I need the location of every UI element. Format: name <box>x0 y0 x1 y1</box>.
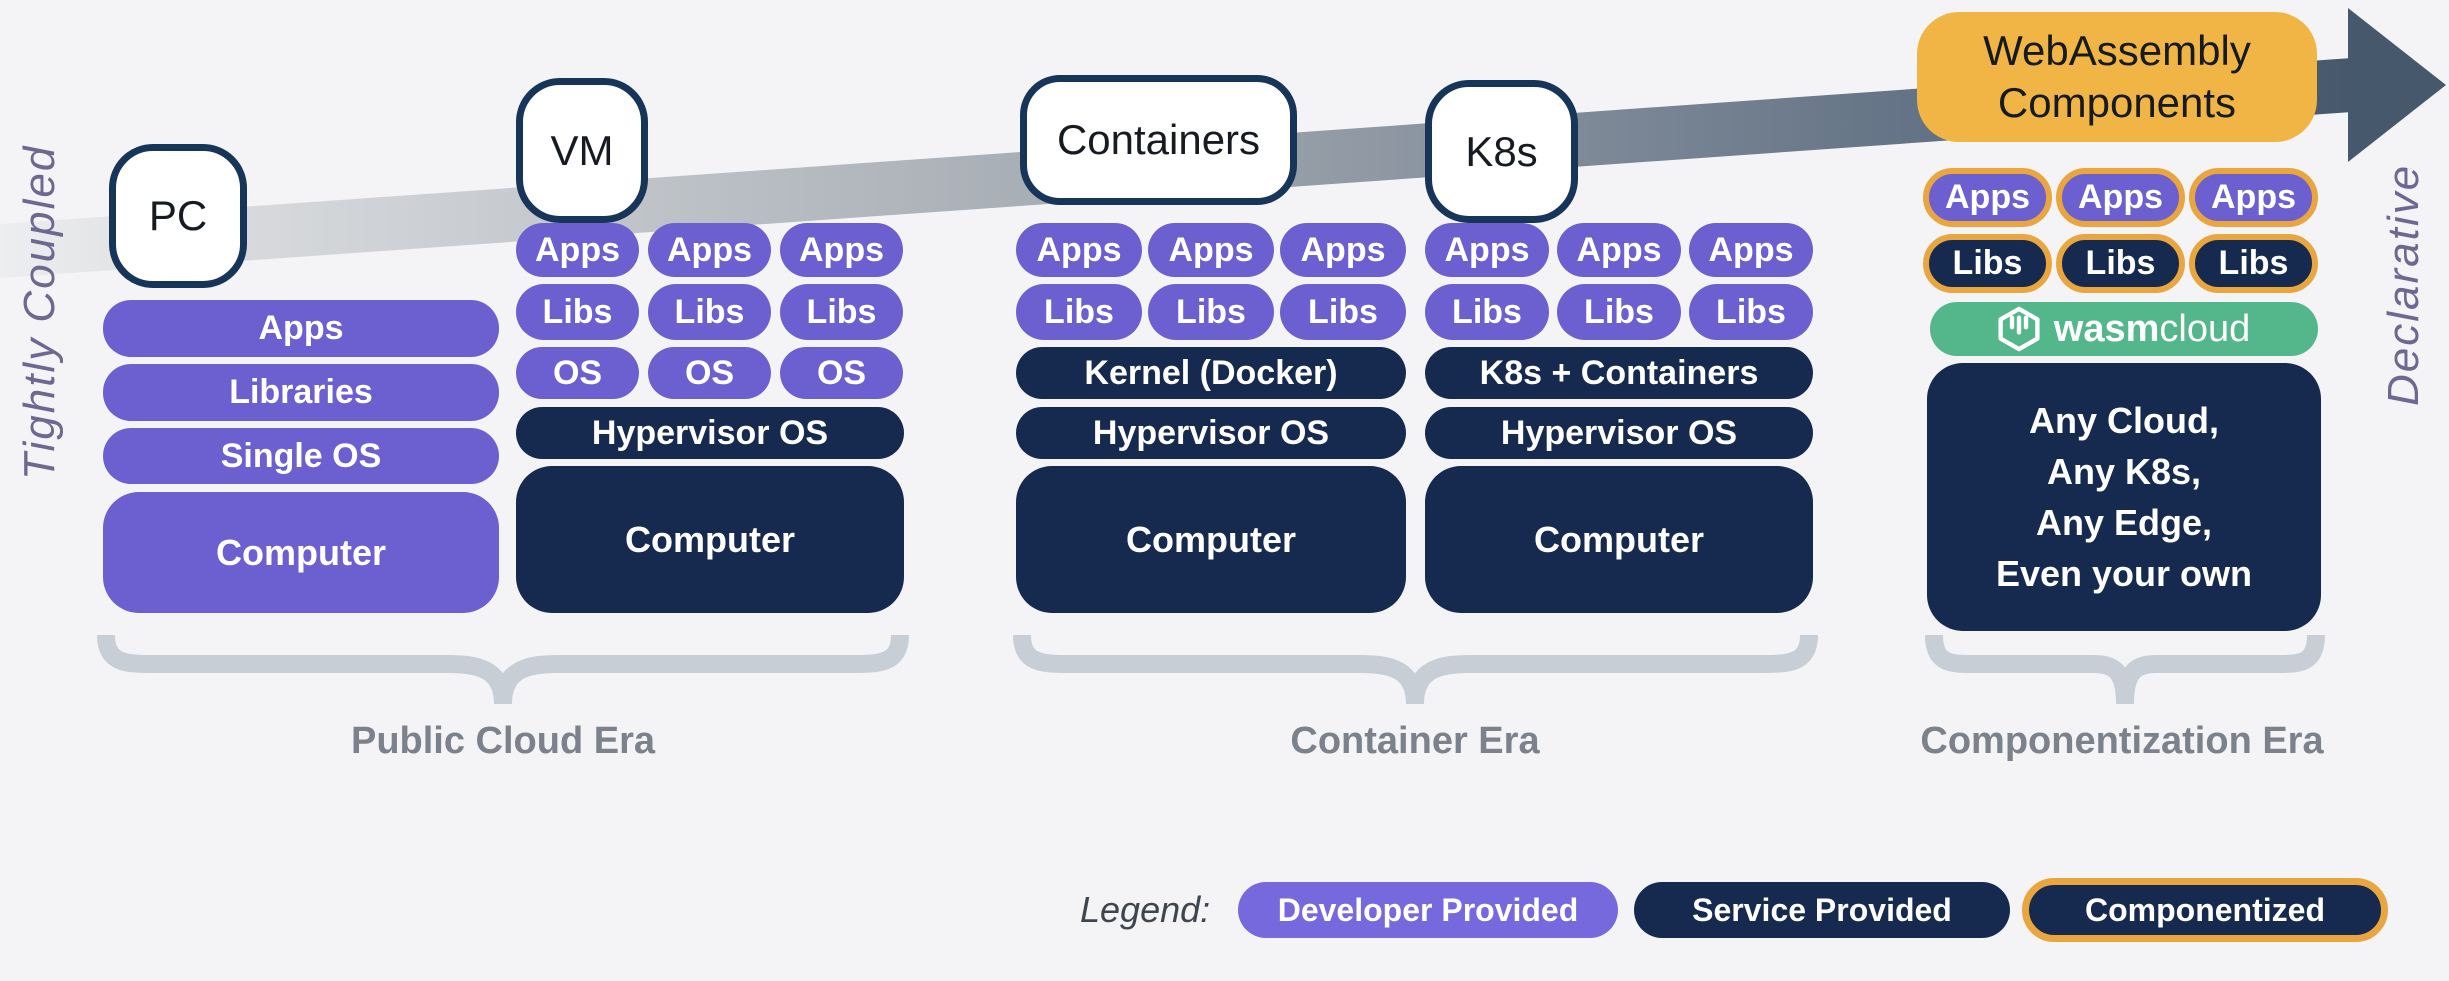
axis-label-declarative: Declarative <box>2379 163 2428 407</box>
vm-hypervisor-bar: Hypervisor OS <box>516 407 904 459</box>
brace-container-era-icon <box>1013 634 1818 705</box>
wasmcloud-bar: wasmcloud <box>1930 302 2318 356</box>
k8s-libs-pill: Libs <box>1689 284 1813 340</box>
arrow-head-icon <box>2348 8 2446 162</box>
vm-apps-pill: Apps <box>648 223 771 277</box>
k8s-apps-pill: Apps <box>1689 223 1813 277</box>
vm-os-pill: OS <box>648 347 771 399</box>
pc-apps-bar: Apps <box>103 300 499 357</box>
k8s-libs-pill: Libs <box>1557 284 1681 340</box>
stage-box-vm: VM <box>516 78 648 223</box>
wasm-libs-pill: Libs <box>2056 234 2185 293</box>
vm-os-pill: OS <box>516 347 639 399</box>
stage-box-webassembly-components: WebAssembly Components <box>1917 12 2317 142</box>
wasm-apps-pill: Apps <box>1923 168 2052 227</box>
legend-developer-provided: Developer Provided <box>1238 882 1618 938</box>
stage-box-k8s: K8s <box>1425 80 1578 223</box>
containers-apps-pill: Apps <box>1016 223 1142 277</box>
wasm-apps-pill: Apps <box>2056 168 2185 227</box>
k8s-apps-pill: Apps <box>1425 223 1549 277</box>
pc-single-os-bar: Single OS <box>103 428 499 484</box>
wasm-apps-pill: Apps <box>2189 168 2318 227</box>
containers-apps-pill: Apps <box>1280 223 1406 277</box>
brace-componentization-era-icon <box>1925 634 2325 705</box>
vm-apps-pill: Apps <box>516 223 639 277</box>
pc-computer-box: Computer <box>103 492 499 613</box>
wasm-anywhere-box: Any Cloud, Any K8s, Any Edge, Even your … <box>1927 363 2321 631</box>
k8s-libs-pill: Libs <box>1425 284 1549 340</box>
vm-libs-pill: Libs <box>648 284 771 340</box>
stage-box-pc: PC <box>109 144 247 288</box>
containers-libs-pill: Libs <box>1016 284 1142 340</box>
legend-label: Legend: <box>1080 889 1211 930</box>
containers-libs-pill: Libs <box>1148 284 1274 340</box>
era-label-container: Container Era <box>1290 720 1540 762</box>
era-label-public-cloud: Public Cloud Era <box>350 720 656 762</box>
vm-apps-pill: Apps <box>780 223 903 277</box>
vm-libs-pill: Libs <box>780 284 903 340</box>
brace-public-cloud-era-icon <box>97 634 909 705</box>
wasm-libs-pill: Libs <box>1923 234 2052 293</box>
containers-kernel-bar: Kernel (Docker) <box>1016 347 1406 399</box>
k8s-hypervisor-bar: Hypervisor OS <box>1425 407 1813 459</box>
era-label-componentization: Componentization Era <box>1920 720 2324 762</box>
wasmcloud-logo-icon <box>1998 306 2040 352</box>
stage-box-containers: Containers <box>1020 75 1297 205</box>
vm-libs-pill: Libs <box>516 284 639 340</box>
vm-os-pill: OS <box>780 347 903 399</box>
wasmcloud-wordmark: wasmcloud <box>2053 307 2251 350</box>
k8s-containers-bar: K8s + Containers <box>1425 347 1813 399</box>
k8s-computer-box: Computer <box>1425 466 1813 613</box>
legend-componentized: Componentized <box>2022 878 2388 942</box>
containers-apps-pill: Apps <box>1148 223 1274 277</box>
axis-label-tightly-coupled: Tightly Coupled <box>15 144 64 480</box>
containers-computer-box: Computer <box>1016 466 1406 613</box>
containers-hypervisor-bar: Hypervisor OS <box>1016 407 1406 459</box>
pc-libraries-bar: Libraries <box>103 364 499 421</box>
wasm-libs-pill: Libs <box>2189 234 2318 293</box>
containers-libs-pill: Libs <box>1280 284 1406 340</box>
vm-computer-box: Computer <box>516 466 904 613</box>
legend-service-provided: Service Provided <box>1634 882 2010 938</box>
k8s-apps-pill: Apps <box>1557 223 1681 277</box>
